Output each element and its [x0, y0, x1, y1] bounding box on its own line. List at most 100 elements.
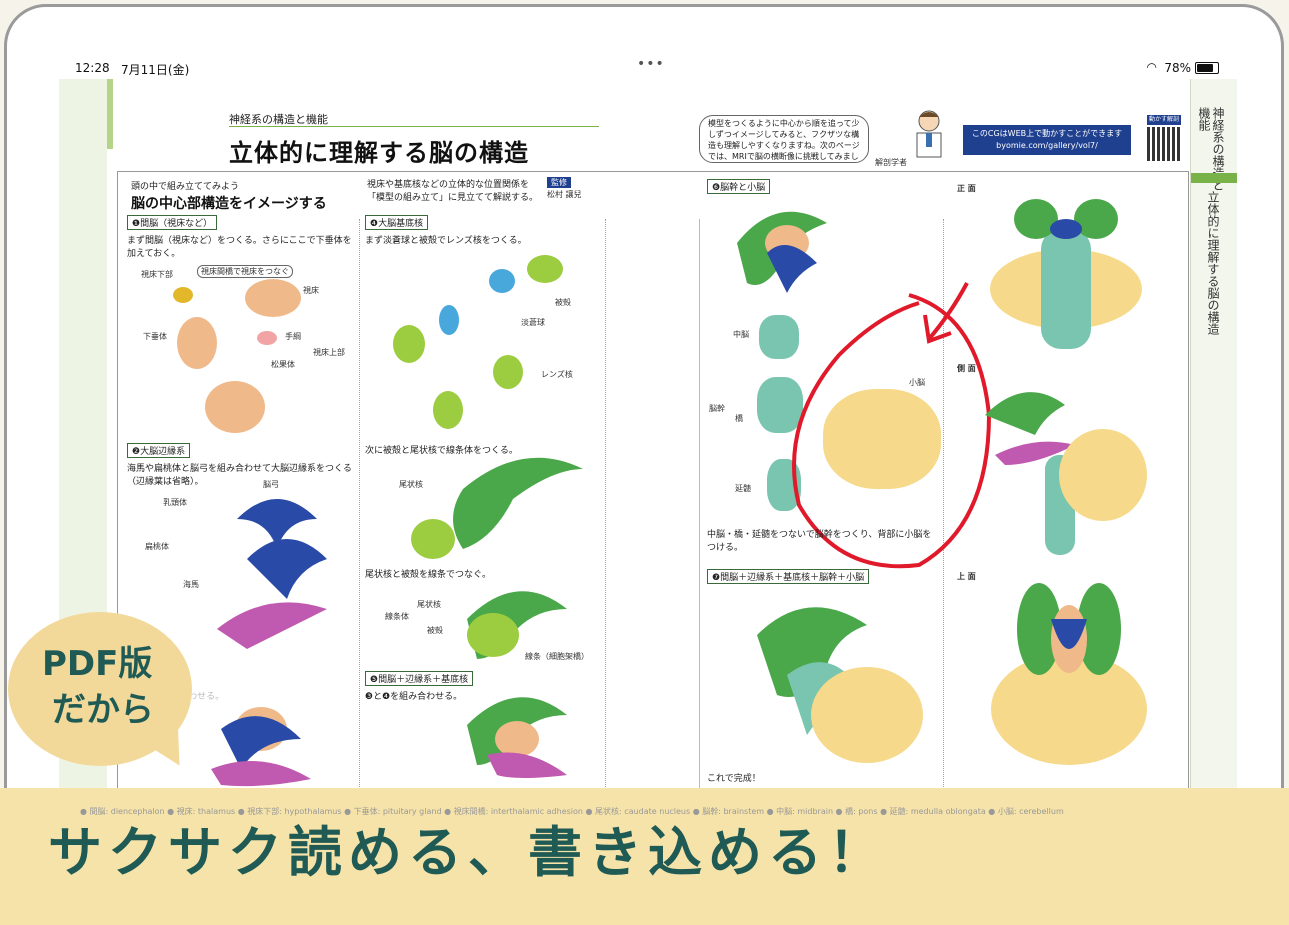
magazine-spread[interactable]: 神経系の構造と機能 立体的に理解する脳の構造 模型をつくるように中心から順を追っ…	[59, 79, 1237, 893]
front-view-illustration	[990, 199, 1142, 349]
label-epithalamus: 視床上部	[313, 348, 345, 357]
section-heading: 脳の中心部構造をイメージする	[131, 196, 327, 212]
web-link-box[interactable]: このCGはWEB上で動かすことができます byomie.com/gallery/…	[963, 125, 1131, 155]
side-tab-bar	[1191, 173, 1237, 183]
pons-shape	[757, 377, 803, 433]
label-putamen: 被殻	[555, 298, 571, 307]
step1-text: まず間脳（視床など）をつくる。さらにここで下垂体を加えておく。	[127, 236, 352, 259]
top-view-illustration	[991, 583, 1147, 765]
kicker: 頭の中で組み立ててみよう	[131, 182, 240, 192]
battery-percent: 78%	[1164, 61, 1191, 75]
status-time: 12:28	[75, 61, 110, 75]
limbic-system-illustration	[217, 499, 327, 649]
web-box-line1: このCGはWEB上で動かすことができます	[971, 129, 1123, 138]
thalamus-shape	[245, 279, 301, 317]
page-subtitle: 神経系の構造と機能	[229, 113, 328, 126]
label-caudate2: 尾状核	[417, 600, 441, 609]
diencephalon-shape	[205, 381, 265, 433]
thalamus-shape	[177, 317, 217, 369]
side-tab-chapter: 立体的に理解する脳の構造	[1206, 191, 1220, 335]
label-amygdala: 扁桃体	[145, 542, 169, 551]
view-front-label: 正 面	[957, 184, 976, 193]
complete-brain-illustration	[757, 607, 923, 763]
qr-label: 動かす解剖	[1147, 115, 1181, 125]
label-cerebellum: 小脳	[909, 378, 925, 387]
doctor-illustration-icon	[916, 110, 942, 158]
multitask-dots-icon[interactable]: •••	[637, 56, 665, 72]
step2-text: 海馬や扁桃体と脳弓を組み合わせて大脳辺縁系をつくる（辺縁葉は省略）。	[127, 464, 352, 487]
step6-top-illustration	[737, 211, 827, 293]
label-habenula: 手綱	[285, 332, 301, 341]
label-pons: 橋	[735, 414, 743, 423]
label-brainstem: 脳幹	[709, 404, 725, 413]
wifi-icon: ◠	[1146, 60, 1157, 74]
label-caudate: 尾状核	[399, 480, 423, 489]
web-box-url[interactable]: byomie.com/gallery/vol7/	[996, 141, 1098, 150]
column-divider	[359, 219, 360, 859]
column-divider	[943, 219, 944, 859]
view-top-label: 上 面	[957, 572, 976, 581]
label-thalamus: 視床	[303, 286, 319, 295]
step4-text: まず淡蒼球と被殻でレンズ核をつくる。	[365, 236, 527, 246]
label-putamen2: 被殻	[427, 626, 443, 635]
column-divider	[605, 219, 606, 859]
title-rule	[229, 126, 599, 127]
status-date: 7月11日(金)	[121, 63, 190, 77]
tablet-frame: 12:28 7月11日(金) ••• ◠ 78% 神経系の構造と機能 立体的に理…	[4, 4, 1284, 919]
doctor-speech-bubble: 模型をつくるように中心から順を追って少しずつイメージしてみると、フクザツな構造も…	[699, 115, 869, 163]
label-striatum: 線条体	[385, 612, 409, 621]
pdf-badge	[8, 612, 192, 766]
globus-pallidus-shape	[489, 269, 515, 293]
step2-label: ❷大脳辺縁系	[127, 443, 191, 458]
view-side-label: 側 面	[957, 364, 976, 373]
lentiform-shape	[493, 355, 523, 389]
midbrain-shape	[759, 315, 799, 359]
globus-pallidus-shape	[439, 305, 459, 335]
step4-text2: 次に被殻と尾状核で線条体をつくる。	[365, 446, 518, 456]
red-annotation-circle[interactable]	[779, 275, 1019, 577]
label-pineal: 松果体	[271, 360, 295, 369]
side-tab-section: 神経系の構造と機能	[1197, 107, 1225, 191]
chapter-side-tab: 神経系の構造と機能 立体的に理解する脳の構造	[1190, 79, 1237, 869]
pineal-shape	[257, 331, 277, 345]
pdf-badge-line2: だから	[52, 690, 154, 730]
step6-label: ❻脳幹と小脳	[707, 179, 771, 194]
promo-band	[0, 788, 1289, 925]
label-pituitary: 下垂体	[143, 332, 167, 341]
label-mammillary: 乳頭体	[163, 498, 187, 507]
label-lentiform: レンズ核	[541, 370, 573, 379]
putamen-shape	[527, 255, 563, 283]
label-hypothalamus: 視床下部	[141, 270, 173, 279]
cerebellum-shape	[823, 389, 941, 489]
step6-text: 中脳・橋・延髄をつないで脳幹をつくり、背部に小脳をつける。	[707, 530, 932, 553]
qr-code-icon[interactable]	[1147, 127, 1181, 161]
label-fornix: 脳弓	[263, 480, 279, 489]
pdf-badge-line1: PDF版	[42, 644, 153, 684]
step5-text: ❸と❹を組み合わせる。	[365, 692, 463, 702]
ipad-screen: 12:28 7月11日(金) ••• ◠ 78% 神経系の構造と機能 立体的に理…	[59, 53, 1237, 893]
promo-tagline: サクサク読める、書き込める！	[48, 821, 888, 884]
label-midbrain: 中脳	[733, 330, 749, 339]
green-accent-strip	[107, 79, 113, 149]
page-gutter	[699, 219, 700, 859]
doctor-label: 解剖学者	[875, 158, 907, 167]
supervisor-name: 松村 讓兒	[547, 190, 582, 199]
red-arrow-annotation[interactable]	[921, 279, 971, 349]
label-striae: 線条（細胞架橋）	[525, 652, 589, 661]
label-globus: 淡蒼球	[521, 318, 545, 327]
label-medulla: 延髄	[735, 484, 751, 493]
label-adhesion: 視床間橋で視床をつなぐ	[197, 265, 293, 278]
status-bar: 12:28 7月11日(金) ••• ◠ 78%	[59, 53, 1237, 79]
side-view-illustration	[985, 392, 1147, 555]
step5-label: ❺間脳＋辺縁系＋基底核	[365, 671, 474, 686]
battery-icon	[1195, 62, 1219, 74]
striatum-full-illustration	[467, 591, 567, 659]
step4-text3: 尾状核と被殻を線条でつなぐ。	[365, 570, 492, 580]
striatum-illustration	[411, 457, 583, 559]
step4-label: ❹大脳基底核	[365, 215, 429, 230]
step7-label: ❼間脳＋辺縁系＋基底核＋脳幹＋小脳	[707, 569, 870, 584]
combined-step5-illustration	[467, 697, 567, 778]
pituitary-shape	[173, 287, 193, 303]
combined-diencephalon-limbic	[211, 707, 311, 787]
page-title: 立体的に理解する脳の構造	[229, 139, 529, 167]
